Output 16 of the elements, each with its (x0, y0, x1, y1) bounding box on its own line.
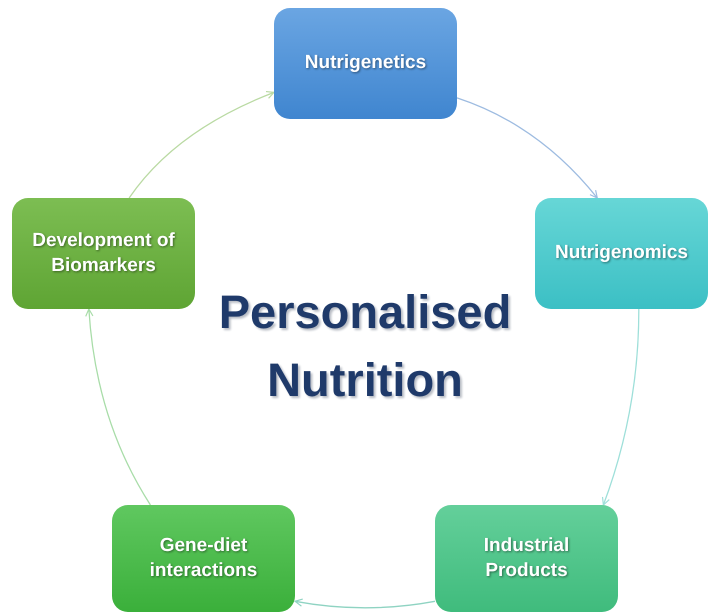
arrow (128, 91, 275, 198)
arrow (85, 308, 151, 506)
process-box (435, 505, 618, 612)
arrow (602, 309, 640, 506)
node-label: Gene-diet interactions (148, 534, 258, 582)
node-label: Development of Biomarkers (31, 228, 176, 278)
diagram-title: Personalised Nutrition (218, 284, 512, 408)
process-box (12, 198, 195, 309)
process-box (112, 505, 295, 612)
node-label: Nutrigenomics (554, 241, 688, 266)
arrow (294, 598, 436, 608)
node-label: Industrial Products (482, 534, 570, 582)
arrow (456, 97, 598, 199)
process-box (274, 8, 457, 119)
process-box (535, 198, 708, 309)
node-label: Nutrigenetics (304, 51, 426, 76)
